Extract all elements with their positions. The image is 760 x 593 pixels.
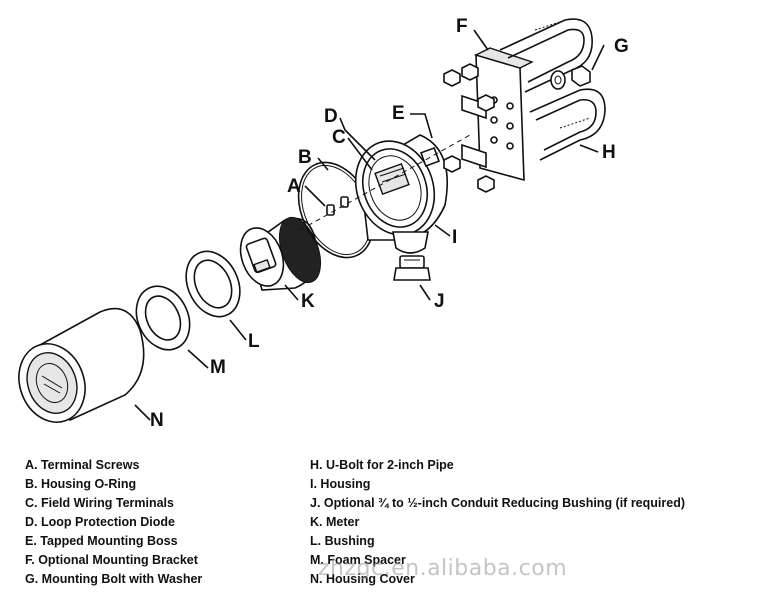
mounting-bracket (461, 47, 534, 182)
legend-item-b: B. Housing O-Ring (25, 477, 137, 491)
exploded-assembly-diagram: F G H E D C B A I J K L M N (18, 16, 629, 431)
callout-d: D (324, 106, 338, 127)
legend-item-k: K. Meter (310, 515, 360, 529)
leader-lines (134, 29, 605, 421)
callout-i: I (452, 227, 457, 248)
terminal-screws (326, 196, 349, 216)
legend-item-c: C. Field Wiring Terminals (25, 496, 174, 510)
legend-item-d: D. Loop Protection Diode (25, 515, 175, 529)
legend-item-a: A. Terminal Screws (25, 458, 140, 472)
callout-g: G (614, 36, 629, 57)
legend-item-i: I. Housing (310, 477, 371, 491)
callout-j: J (434, 291, 445, 312)
callout-c: C (332, 127, 346, 148)
legend-item-e: E. Tapped Mounting Boss (25, 534, 178, 548)
callout-l: L (248, 331, 260, 352)
callout-a: A (287, 176, 301, 197)
callout-n: N (150, 410, 164, 431)
watermark: zhzgc.en.alibaba.com (318, 556, 568, 581)
callout-h: H (602, 142, 616, 163)
legend-item-l: L. Bushing (310, 534, 375, 548)
legend-item-h: H. U-Bolt for 2-inch Pipe (310, 458, 454, 472)
legend-item-f: F. Optional Mounting Bracket (25, 553, 198, 567)
bushing (185, 250, 241, 318)
mounting-bolt-with-washer (550, 65, 591, 90)
legend-item-j: J. Optional ¾ to ½-inch Conduit Reducing… (310, 496, 685, 510)
u-bolt (499, 18, 606, 161)
legend-item-g: G. Mounting Bolt with Washer (25, 572, 203, 586)
bracket-nuts (443, 63, 495, 193)
callout-f: F (456, 16, 468, 37)
legend-left: A. Terminal Screws B. Housing O-Ring C. … (25, 456, 202, 589)
callout-k: K (301, 291, 315, 312)
legend-right: H. U-Bolt for 2-inch Pipe I. Housing J. … (310, 456, 685, 589)
callout-e: E (392, 103, 405, 124)
foam-spacer (135, 285, 191, 351)
housing-cover (18, 307, 145, 423)
housing (354, 134, 448, 254)
callout-m: M (210, 357, 226, 378)
conduit-bushing (393, 255, 431, 281)
meter (239, 216, 322, 291)
legend-item-n: N. Housing Cover (310, 572, 415, 586)
callout-b: B (298, 147, 312, 168)
legend-item-m: M. Foam Spacer (310, 553, 406, 567)
